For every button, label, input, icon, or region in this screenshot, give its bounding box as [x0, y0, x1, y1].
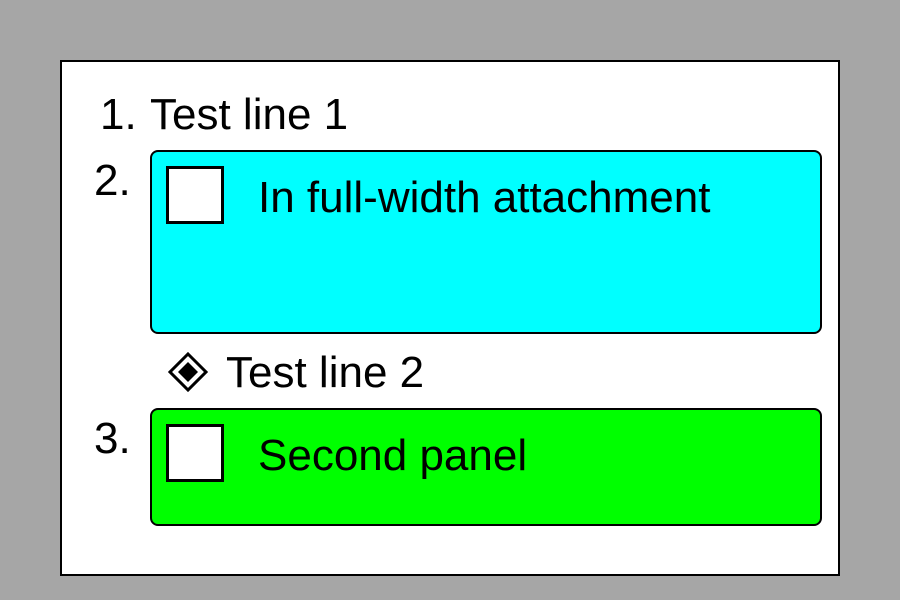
second-panel-checkbox[interactable] — [166, 424, 224, 482]
diamond-icon — [168, 352, 208, 392]
attachment-panel-full-width: In full-width attachment — [150, 150, 822, 334]
list-item-text-2: Test line 2 — [226, 348, 425, 397]
list-marker-1: 1. — [100, 90, 137, 139]
attachment-checkbox[interactable] — [166, 166, 224, 224]
list-marker-3: 3. — [94, 414, 131, 463]
second-panel: Second panel — [150, 408, 822, 526]
second-panel-text: Second panel — [258, 431, 528, 480]
document-card: 1. Test line 1 2. In full-width attachme… — [60, 60, 840, 576]
list-marker-2: 2. — [94, 156, 131, 205]
attachment-panel-text: In full-width attachment — [258, 173, 711, 222]
list-item-text-1: Test line 1 — [150, 90, 349, 139]
